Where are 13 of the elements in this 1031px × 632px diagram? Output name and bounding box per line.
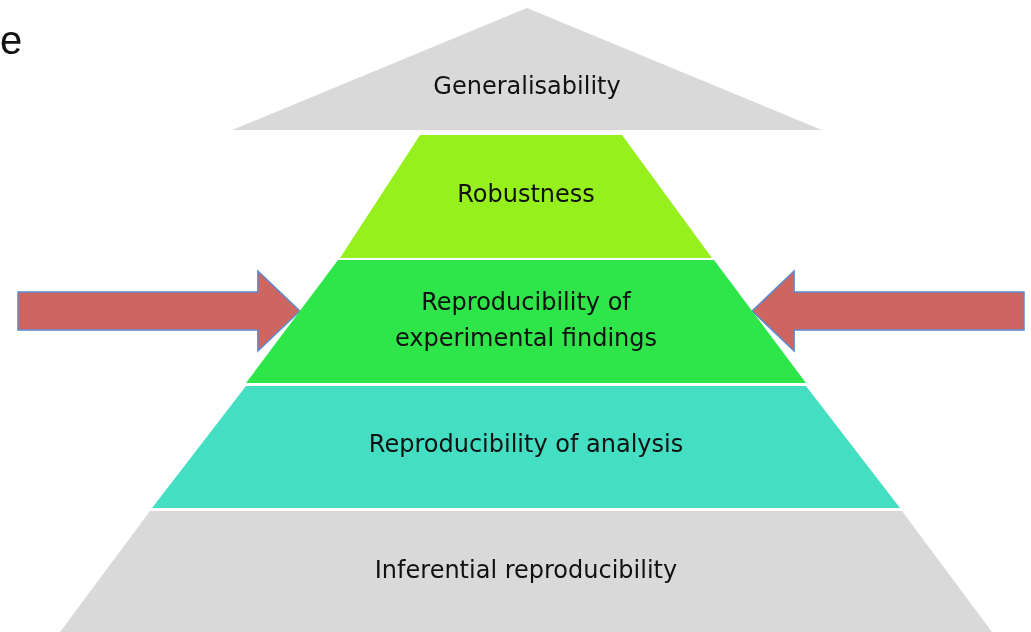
pyramid-layer bbox=[60, 511, 992, 632]
pyramid-apex bbox=[232, 8, 822, 130]
title-fragment: e bbox=[0, 18, 23, 63]
pyramid-layer bbox=[340, 135, 712, 258]
block-arrow bbox=[17, 269, 301, 353]
block-arrow bbox=[751, 269, 1025, 353]
layer-label: Inferential reproducibility bbox=[373, 555, 679, 586]
layer-label: Robustness bbox=[456, 179, 596, 210]
pyramid-layer bbox=[246, 260, 806, 383]
layer-label: Generalisability bbox=[432, 71, 622, 102]
pyramid-layer bbox=[152, 386, 900, 508]
layer-label: Reproducibility of analysis bbox=[367, 429, 685, 460]
layer-label: Reproducibility of experimental findings bbox=[394, 287, 658, 354]
